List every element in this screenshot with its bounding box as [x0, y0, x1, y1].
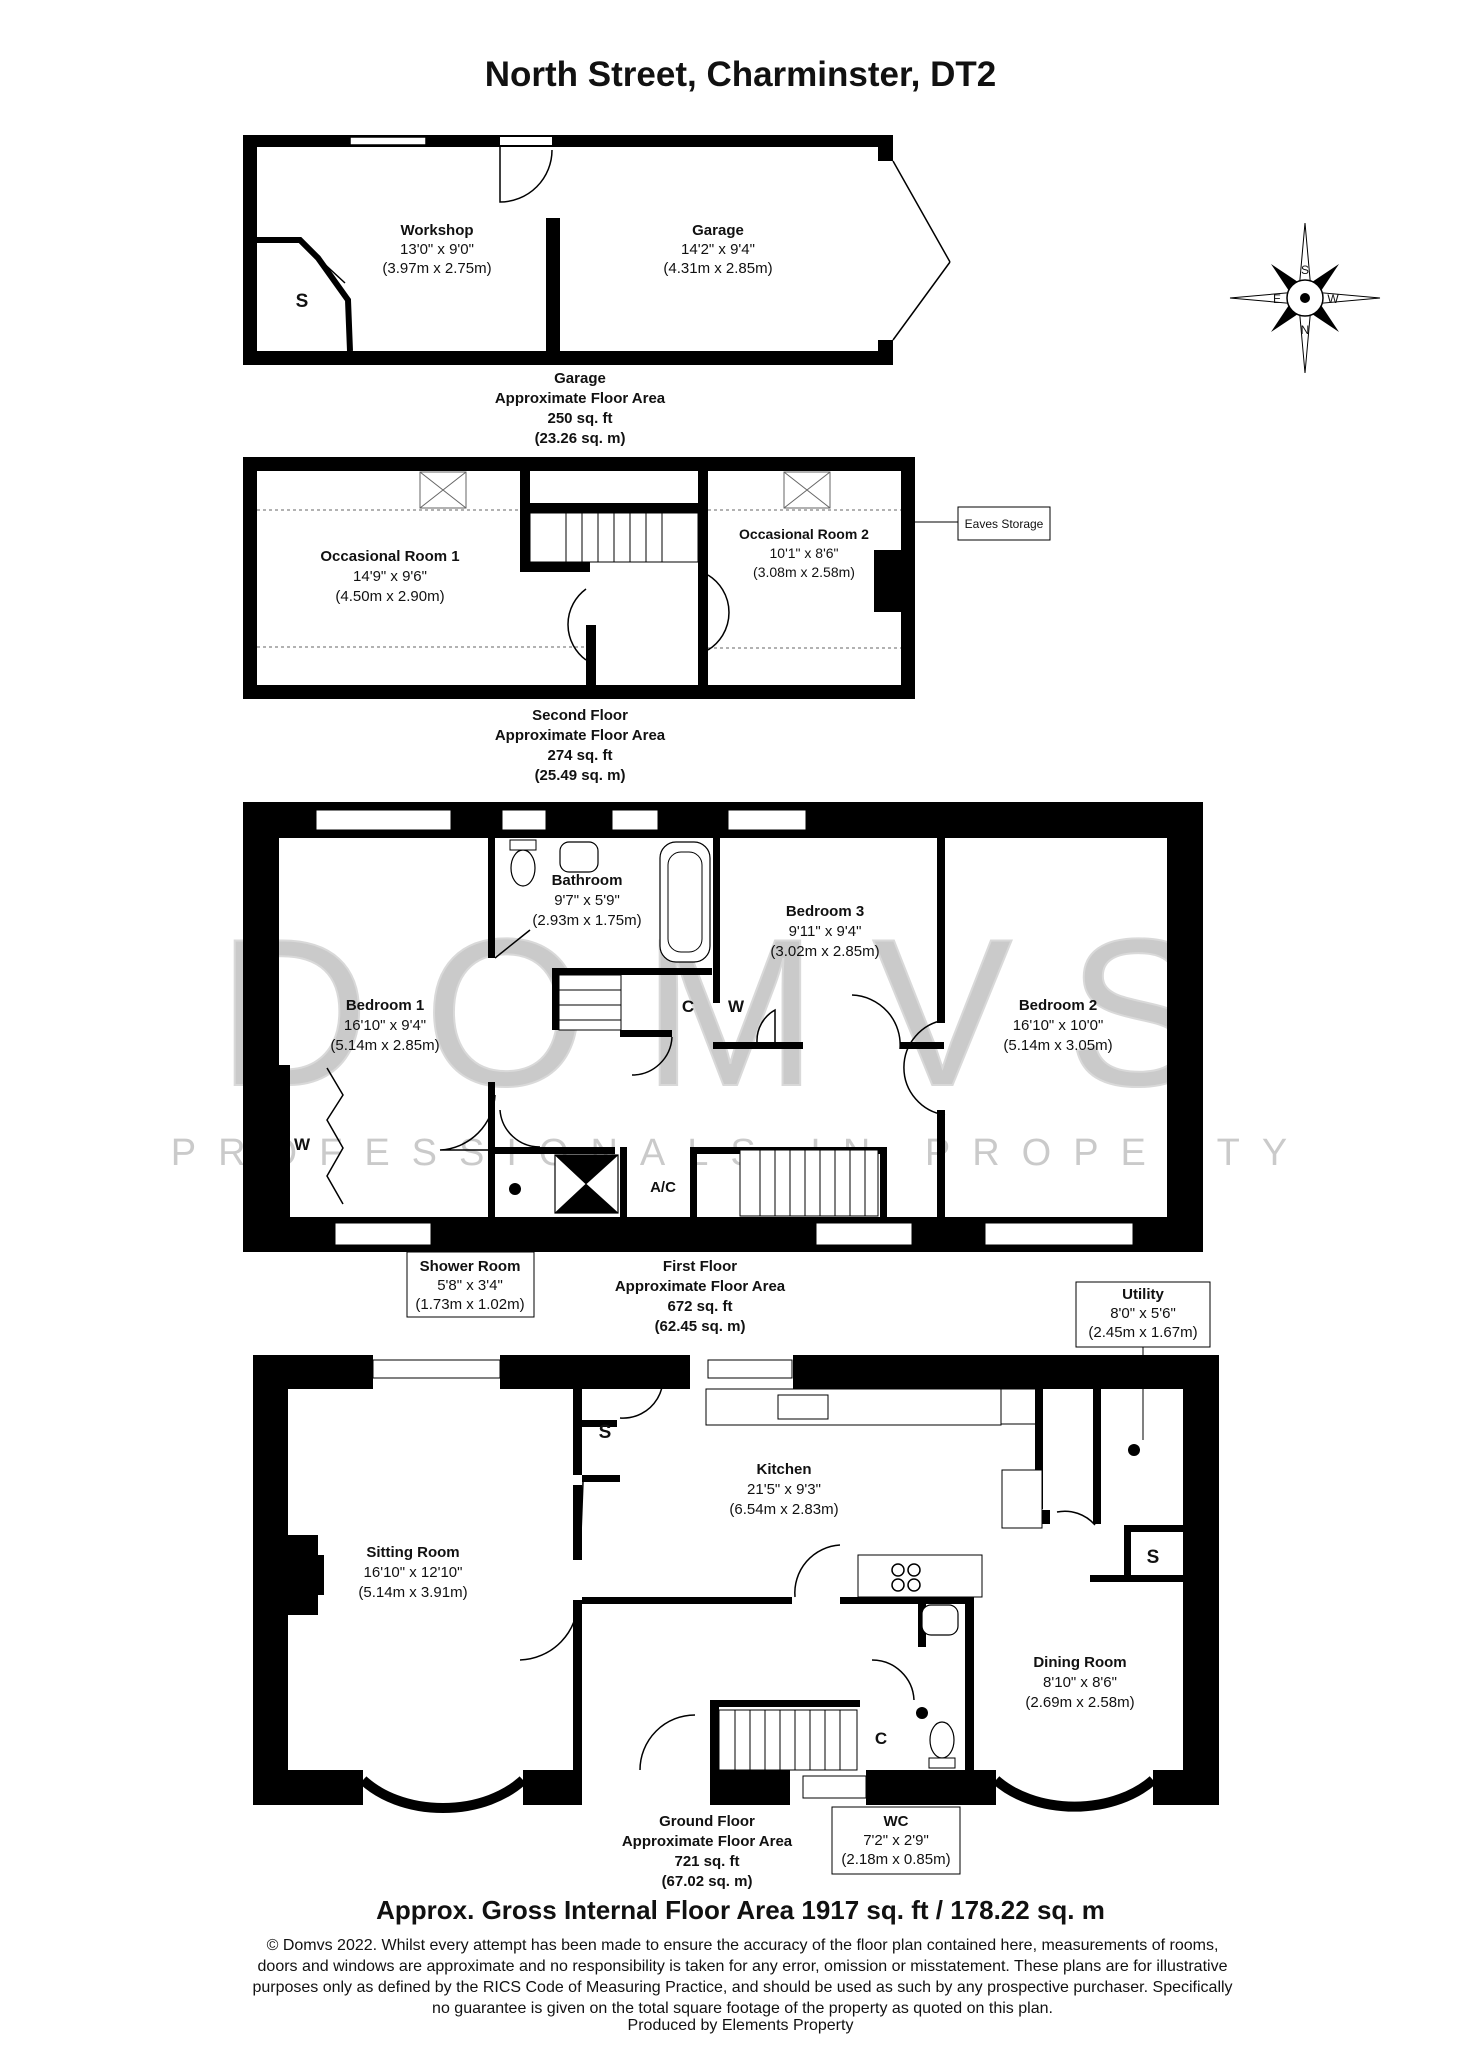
- bedroom1-wardrobe-marker: W: [294, 1135, 311, 1154]
- ground-floor-name: Ground Floor: [659, 1813, 755, 1830]
- wc-ft: 7'2" x 2'9": [863, 1832, 929, 1849]
- bathroom-ft: 9'7" x 5'9": [554, 892, 620, 909]
- compass-w: W: [1327, 292, 1339, 306]
- kitchen-ft: 21'5" x 9'3": [747, 1481, 821, 1498]
- wc-m: (2.18m x 0.85m): [841, 1851, 950, 1868]
- dining-name: Dining Room: [1033, 1654, 1126, 1671]
- wc-name: WC: [884, 1813, 909, 1830]
- ground-area-label: Approximate Floor Area: [622, 1833, 793, 1850]
- garage-name: Garage: [692, 222, 744, 239]
- bedroom1-ft: 16'10" x 9'4": [344, 1017, 426, 1034]
- bedroom3-name: Bedroom 3: [786, 903, 864, 920]
- page-title: North Street, Charminster, DT2: [484, 55, 997, 94]
- occ1-ft: 14'9" x 9'6": [353, 568, 427, 585]
- shower-m: (1.73m x 1.02m): [415, 1296, 524, 1313]
- compass-e: E: [1273, 292, 1281, 306]
- bathroom-m: (2.93m x 1.75m): [532, 912, 641, 929]
- ground-area-ft: 721 sq. ft: [674, 1853, 739, 1870]
- occ2-ft: 10'1" x 8'6": [770, 545, 839, 561]
- second-area-label: Approximate Floor Area: [495, 727, 666, 744]
- occ2-m: (3.08m x 2.58m): [753, 564, 855, 580]
- bedroom1-name: Bedroom 1: [346, 997, 424, 1014]
- second-floor-block: [243, 457, 1051, 699]
- garage-m: (4.31m x 2.85m): [663, 260, 772, 277]
- bedroom2-m: (5.14m x 3.05m): [1003, 1037, 1112, 1054]
- garage-area-ft: 250 sq. ft: [547, 410, 612, 427]
- disclaimer: © Domvs 2022. Whilst every attempt has b…: [252, 1937, 1233, 2017]
- garage-area-label: Approximate Floor Area: [495, 390, 666, 407]
- occ1-name: Occasional Room 1: [320, 548, 459, 565]
- workshop-name: Workshop: [400, 222, 473, 239]
- garage-area-m: (23.26 sq. m): [535, 430, 626, 447]
- compass-s: S: [1301, 263, 1309, 277]
- producer-credit: Produced by Elements Property: [627, 2017, 854, 2034]
- first-cupboard-marker: C: [682, 997, 694, 1016]
- bedroom2-name: Bedroom 2: [1019, 997, 1097, 1014]
- workshop-store-marker: S: [296, 291, 309, 312]
- bathroom-name: Bathroom: [552, 872, 623, 889]
- first-area-ft: 672 sq. ft: [667, 1298, 732, 1315]
- second-floor-name: Second Floor: [532, 707, 628, 724]
- garage-ft: 14'2" x 9'4": [681, 241, 755, 258]
- ground-cupboard-marker: C: [875, 1729, 887, 1748]
- occ2-name: Occasional Room 2: [739, 526, 869, 542]
- bedroom3-m: (3.02m x 2.85m): [770, 943, 879, 960]
- sitting-name: Sitting Room: [366, 1544, 459, 1561]
- utility-m: (2.45m x 1.67m): [1088, 1324, 1197, 1341]
- ground-area-m: (67.02 sq. m): [662, 1873, 753, 1890]
- second-area-ft: 274 sq. ft: [547, 747, 612, 764]
- total-area: Approx. Gross Internal Floor Area 1917 s…: [376, 1895, 1105, 1925]
- dining-ft: 8'10" x 8'6": [1043, 1674, 1117, 1691]
- compass-icon: S N E W: [1229, 222, 1381, 374]
- kitchen-name: Kitchen: [756, 1461, 811, 1478]
- ground-store-marker: S: [599, 1422, 612, 1443]
- first-area-label: Approximate Floor Area: [615, 1278, 786, 1295]
- utility-store-marker: S: [1147, 1547, 1160, 1568]
- utility-ft: 8'0" x 5'6": [1110, 1305, 1176, 1322]
- kitchen-m: (6.54m x 2.83m): [729, 1501, 838, 1518]
- sitting-ft: 16'10" x 12'10": [364, 1564, 463, 1581]
- second-area-m: (25.49 sq. m): [535, 767, 626, 784]
- compass-n: N: [1301, 323, 1310, 337]
- shower-name: Shower Room: [420, 1258, 521, 1275]
- first-floor-block: [243, 802, 1203, 1252]
- dining-m: (2.69m x 2.58m): [1025, 1694, 1134, 1711]
- eaves-storage-label: Eaves Storage: [965, 517, 1044, 531]
- utility-name: Utility: [1122, 1286, 1164, 1303]
- shower-ft: 5'8" x 3'4": [437, 1277, 503, 1294]
- garage-floor-name: Garage: [554, 370, 606, 387]
- ground-floor-block: [253, 1355, 1219, 1813]
- airing-cupboard-marker: A/C: [650, 1179, 676, 1196]
- bedroom2-ft: 16'10" x 10'0": [1013, 1017, 1104, 1034]
- garage-block: [243, 135, 951, 365]
- first-area-m: (62.45 sq. m): [655, 1318, 746, 1335]
- sitting-m: (5.14m x 3.91m): [358, 1584, 467, 1601]
- bedroom3-ft: 9'11" x 9'4": [789, 923, 862, 940]
- bedroom1-m: (5.14m x 2.85m): [330, 1037, 439, 1054]
- watermark-brand: DOMVS: [217, 895, 1262, 1130]
- workshop-m: (3.97m x 2.75m): [382, 260, 491, 277]
- first-floor-name: First Floor: [663, 1258, 737, 1275]
- occ1-m: (4.50m x 2.90m): [335, 588, 444, 605]
- bedroom3-wardrobe-marker: W: [728, 997, 745, 1016]
- watermark: DOMVS PROFESSIONALS IN PROPERTY: [171, 894, 1287, 1174]
- workshop-ft: 13'0" x 9'0": [400, 241, 474, 258]
